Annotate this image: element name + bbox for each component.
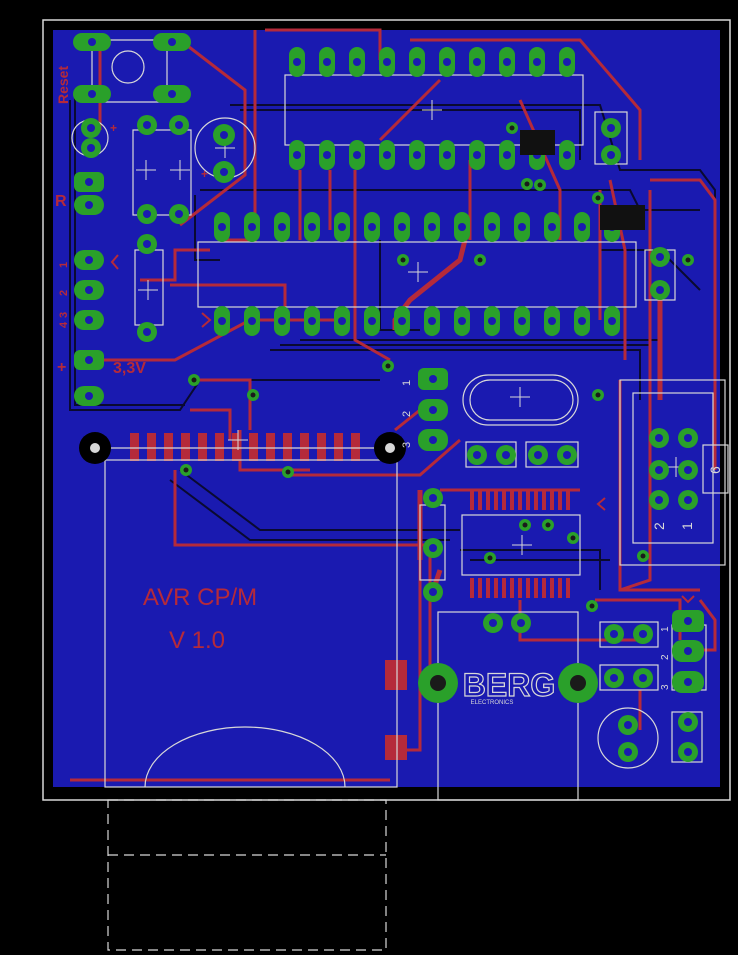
ground-blobs (520, 130, 645, 230)
ic1-outline (284, 74, 584, 146)
right-pin-3: 3 (660, 684, 671, 690)
crystal-pin-1: 1 (401, 380, 413, 386)
r-label: R (55, 193, 67, 210)
pin-label-1: 1 (58, 262, 70, 268)
crystal-outline (462, 374, 579, 426)
smd-chip-pads (470, 490, 570, 598)
pin-label-4: 4 (58, 321, 70, 328)
origin-markers (136, 100, 686, 555)
plus-label-cap2: + (201, 167, 208, 181)
right-pin-1: 1 (660, 626, 671, 632)
board-version: V 1.0 (169, 627, 225, 654)
berg-logo: BERG (463, 667, 555, 703)
sd-card-outline (104, 459, 398, 788)
plus-label-cap1: + (110, 121, 117, 135)
drill-holes (85, 38, 692, 756)
header-pin-6: 6 (707, 466, 723, 474)
header-pin-1: 1 (679, 522, 695, 530)
sd-card-ejected-outline (107, 799, 387, 951)
pin-label-2: 2 (58, 290, 70, 296)
ic2-outline (197, 241, 637, 308)
crystal-pin-2: 2 (401, 411, 413, 417)
reset-button-outline (91, 39, 168, 103)
crystal-pin-3: 3 (401, 442, 413, 448)
pin-label-3: 3 (58, 312, 70, 318)
header-pin-2: 2 (651, 522, 667, 530)
via-holes (183, 125, 691, 609)
smd-chip-outline (461, 514, 581, 576)
plus-label-left: + (57, 359, 66, 376)
sd-mounting-holes (79, 432, 406, 464)
reset-label: Reset (55, 66, 71, 104)
sd-card-pads (130, 433, 407, 760)
board-title: AVR CP/M (143, 584, 257, 611)
berg-mounting-pads (418, 663, 598, 703)
berg-connector-outline (437, 611, 579, 801)
pin1-markers (110, 254, 695, 604)
power-label: 3,3V (113, 360, 146, 377)
berg-logo-subtext: ELECTRONICS (471, 700, 514, 706)
header-outline (619, 379, 726, 566)
right-pin-2: 2 (660, 654, 671, 660)
